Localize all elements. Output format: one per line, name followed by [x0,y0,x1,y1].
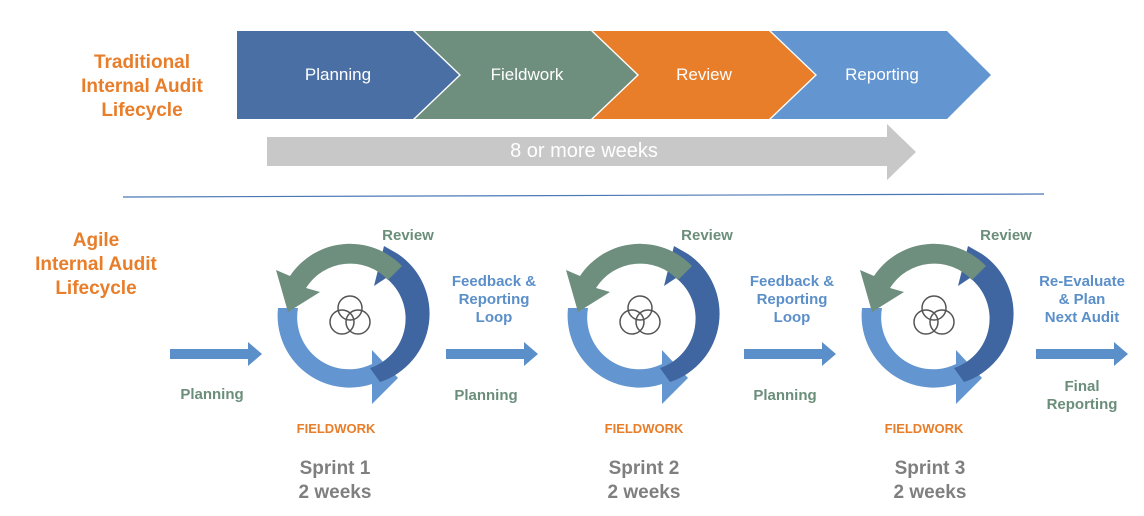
sprint-2-fieldwork-label: FIELDWORK [604,421,684,436]
sprint-3-fieldwork-label: FIELDWORK [884,421,964,436]
re-evaluate-line-3: Next Audit [1044,309,1120,326]
phase-label-planning: Planning [304,65,372,84]
flow-arrow-4 [1036,342,1128,366]
traditional-title-line-1: Traditional [93,52,191,73]
feedback-loop-1-line-1: Feedback & [451,273,537,290]
flow-arrow-1 [170,342,262,366]
sprint-3-weeks: 2 weeks [893,482,967,503]
chevron-reporting [771,31,991,119]
chevron-fieldwork [415,31,637,119]
sprint-2-review-label: Review [681,227,733,244]
feedback-loop-label-1: Feedback & Reporting Loop [440,273,548,327]
chevron-review [593,31,815,119]
flow-arrow-2 [446,342,538,366]
agile-title-line-1: Agile [72,230,120,251]
final-reporting-label: Final Reporting [1034,378,1130,414]
duration-arrow [267,124,916,180]
agile-title: Agile Internal Audit Lifecycle [16,229,176,301]
final-reporting-line-1: Final [1064,378,1100,395]
feedback-loop-label-2: Feedback & Reporting Loop [738,273,846,327]
traditional-title-line-3: Lifecycle [101,100,183,121]
feedback-loop-2-line-1: Feedback & [749,273,835,290]
phase-label-fieldwork: Fieldwork [490,65,564,84]
re-evaluate-line-1: Re-Evaluate [1039,273,1125,290]
traditional-chevron-flow [122,31,1045,198]
traditional-title-line-2: Internal Audit [81,76,203,97]
sprint-3-name: Sprint 3 [894,458,966,479]
chevron-planning [237,31,459,119]
sprint-2-label: Sprint 2 2 weeks [579,457,709,505]
final-reporting-line-2: Reporting [1046,396,1118,413]
agile-title-line-2: Internal Audit [35,254,157,275]
phase-label-reporting: Reporting [845,65,919,84]
sprint-1-review-label: Review [382,227,434,244]
traditional-title: Traditional Internal Audit Lifecycle [62,51,222,123]
agile-title-line-3: Lifecycle [55,278,137,299]
sprint-3-review-label: Review [980,227,1032,244]
sprint-3-planning-label: Planning [753,387,817,404]
duration-label: 8 or more weeks [510,140,658,162]
feedback-loop-2-line-3: Loop [773,309,811,326]
re-evaluate-line-2: & Plan [1058,291,1106,308]
feedback-loop-1-line-3: Loop [475,309,513,326]
sprint-2-planning-label: Planning [454,387,518,404]
section-divider [122,193,1045,198]
sprint-2-name: Sprint 2 [608,458,680,479]
sprint-2-cycle-icon [565,243,721,405]
sprint-1-fieldwork-label: FIELDWORK [296,421,376,436]
sprint-3-label: Sprint 3 2 weeks [865,457,995,505]
sprint-1-label: Sprint 1 2 weeks [270,457,400,505]
sprint-3-cycle-icon [859,243,1015,405]
sprint-1-weeks: 2 weeks [298,482,372,503]
sprint-1-planning-label: Planning [180,386,244,403]
sprint-1-cycle-icon [275,243,431,405]
sprint-1-name: Sprint 1 [299,458,371,479]
phase-label-review: Review [676,65,732,84]
flow-arrow-3 [744,342,836,366]
feedback-loop-2-line-2: Reporting [756,291,828,308]
feedback-loop-1-line-2: Reporting [458,291,530,308]
sprint-2-weeks: 2 weeks [607,482,681,503]
re-evaluate-label: Re-Evaluate & Plan Next Audit [1028,273,1136,327]
